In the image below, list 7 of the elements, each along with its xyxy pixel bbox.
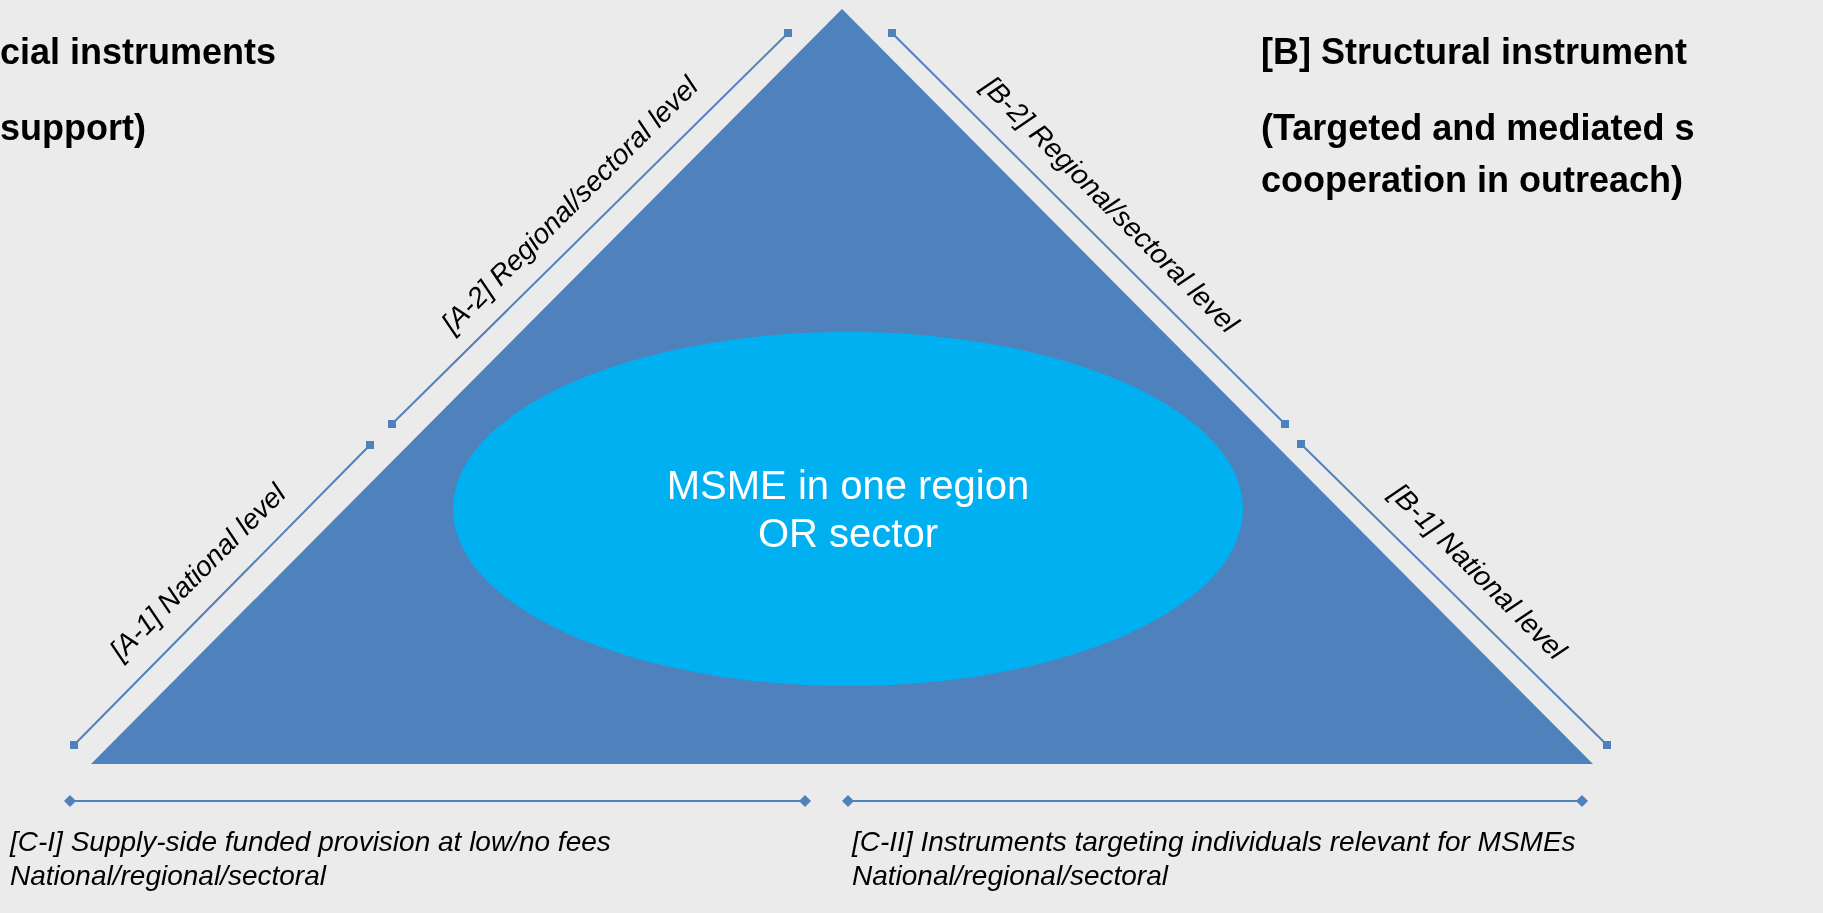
heading-text: support): [0, 106, 146, 150]
heading-text: [B] Structural instrument: [1261, 30, 1688, 74]
bottom-label: [C-I] Supply-side funded provision at low/no fees National/regional/sectoral: [10, 825, 612, 893]
bottom-label: [C-II] Instruments targeting individuals relevant for MSMEs National/regional/sectoral: [852, 825, 1577, 893]
heading-text: cial instruments: [0, 30, 277, 74]
node-text: MSME in one region OR sector: [665, 462, 1031, 557]
heading-text: (Targeted and mediated s cooperation in outreach): [1261, 106, 1696, 202]
